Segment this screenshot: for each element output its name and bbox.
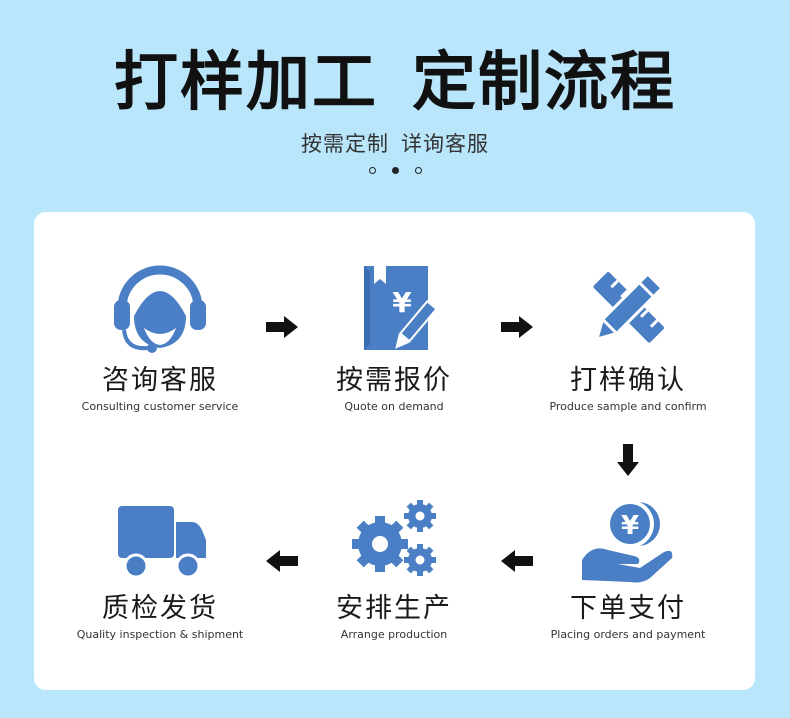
arrow-left-icon bbox=[266, 550, 298, 572]
step-subtitle: Consulting customer service bbox=[81, 400, 239, 413]
arrow-left-icon bbox=[501, 550, 533, 572]
pagination-dot-2[interactable] bbox=[391, 167, 399, 174]
gears-icon bbox=[352, 500, 436, 576]
step-shipment: 质检发货 Quality inspection & shipment bbox=[50, 494, 270, 642]
step-title: 咨询客服 bbox=[102, 365, 218, 396]
step-title: 下单支付 bbox=[570, 593, 686, 624]
step-title: 质检发货 bbox=[102, 593, 218, 624]
step-subtitle: Placing orders and payment bbox=[550, 628, 706, 641]
step-title: 安排生产 bbox=[336, 593, 452, 624]
step-title: 按需报价 bbox=[336, 365, 452, 396]
pagination-dots bbox=[0, 167, 790, 174]
step-consulting: 咨询客服 Consulting customer service bbox=[50, 258, 270, 414]
step-subtitle: Arrange production bbox=[340, 628, 448, 641]
step-quote: ¥ 按需报价 Quote on demand bbox=[284, 258, 504, 414]
price-notebook-icon: ¥ bbox=[364, 266, 438, 350]
hand-coin-icon: ¥ bbox=[582, 500, 673, 583]
arrow-right-icon bbox=[266, 316, 298, 338]
arrow-right-icon bbox=[501, 316, 533, 338]
pagination-dot-1[interactable] bbox=[368, 167, 376, 174]
title-left: 打样加工 bbox=[114, 46, 378, 120]
step-payment: ¥ 下单支付 Placing orders and payment bbox=[518, 494, 738, 642]
step-title: 打样确认 bbox=[570, 365, 686, 396]
step-production: 安排生产 Arrange production bbox=[284, 494, 504, 642]
step-sample: 打样确认 Produce sample and confirm bbox=[518, 258, 738, 414]
svg-text:¥: ¥ bbox=[621, 511, 639, 541]
process-card: 咨询客服 Consulting customer service ¥ 按需报价 … bbox=[34, 212, 755, 690]
ruler-pencil-icon bbox=[593, 271, 665, 343]
headset-agent-icon bbox=[114, 265, 206, 353]
step-subtitle: Produce sample and confirm bbox=[549, 400, 707, 413]
svg-text:¥: ¥ bbox=[392, 286, 412, 319]
subtitle-right: 详询客服 bbox=[401, 132, 489, 156]
page-subtitle: 按需定制详询客服 bbox=[0, 128, 790, 158]
title-right: 定制流程 bbox=[412, 46, 676, 120]
pagination-dot-3[interactable] bbox=[414, 167, 422, 174]
step-subtitle: Quality inspection & shipment bbox=[76, 628, 244, 641]
step-subtitle: Quote on demand bbox=[344, 400, 444, 413]
arrow-down-icon bbox=[617, 444, 639, 476]
delivery-truck-icon bbox=[110, 506, 210, 579]
page-title: 打样加工定制流程 bbox=[0, 38, 790, 128]
subtitle-left: 按需定制 bbox=[301, 132, 389, 156]
